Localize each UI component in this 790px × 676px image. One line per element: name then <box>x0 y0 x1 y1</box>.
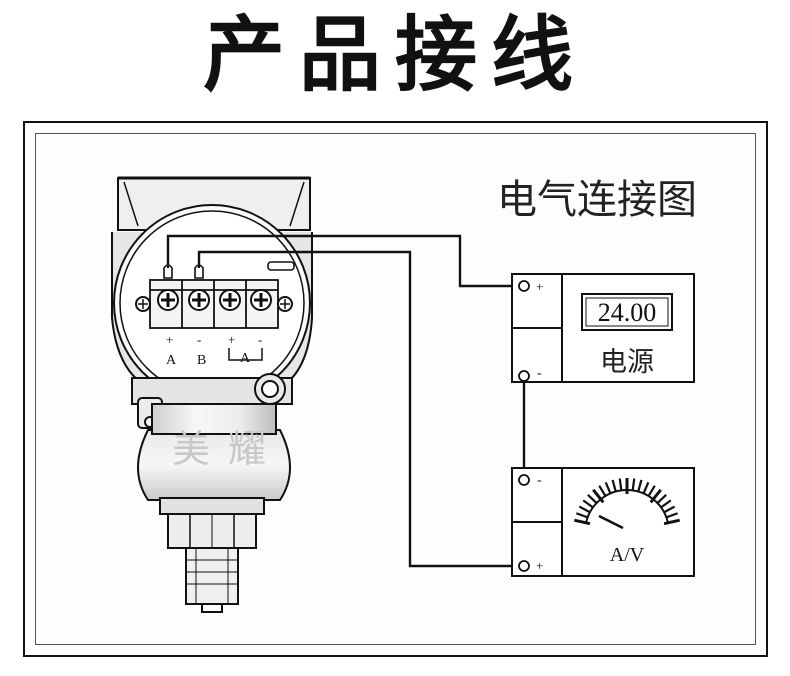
watermark: 美耀 <box>172 427 284 471</box>
meter-label: A/V <box>610 544 645 566</box>
dial-tick <box>642 481 650 494</box>
screw-4 <box>250 289 272 311</box>
terminal-sign-1: + <box>166 332 173 347</box>
meter-plus-sign: + <box>536 558 543 573</box>
dial-tick <box>663 518 681 526</box>
terminal-label-a: A <box>166 353 177 368</box>
terminal-bracket <box>228 348 263 361</box>
wires <box>166 234 526 568</box>
dial-tick <box>573 518 591 526</box>
power-terminal-plus <box>518 280 530 292</box>
meter-minus-sign: - <box>537 473 542 488</box>
dial-arc <box>585 488 669 524</box>
terminal-sign-4: - <box>258 332 262 347</box>
meter-terminal-plus <box>518 560 530 572</box>
meter <box>511 467 695 577</box>
dial-tick <box>631 478 636 491</box>
terminal-label-b: B <box>197 353 206 368</box>
terminal-sign-3: + <box>228 332 235 347</box>
screw-2 <box>188 289 210 311</box>
dial-tick <box>578 505 591 514</box>
terminal-labels: A B A <box>166 348 263 368</box>
terminal-screws <box>135 289 293 312</box>
screw-3 <box>219 289 241 311</box>
terminal-sign-2: - <box>197 332 201 347</box>
meter-dial <box>573 478 681 530</box>
dial-tick <box>637 479 643 492</box>
dial-tick <box>587 493 598 504</box>
dial-tick <box>592 488 605 504</box>
dial-needle <box>598 514 624 530</box>
dial-tick <box>647 485 656 497</box>
dial-tick <box>656 493 667 504</box>
dial-tick <box>663 505 676 514</box>
power-terminal-minus <box>518 370 530 382</box>
page-title: 产品接线 <box>202 8 587 103</box>
dial-tick <box>649 488 662 504</box>
dial-tick <box>618 478 623 491</box>
dial-tick <box>660 499 672 509</box>
wire-positive <box>166 234 524 288</box>
power-minus-sign: - <box>537 366 542 381</box>
wire-signal <box>197 250 524 568</box>
power-plus-sign: + <box>536 279 543 294</box>
diagram-title: 电气连接图 <box>497 177 697 223</box>
dial-tick <box>582 499 594 509</box>
dial-tick <box>665 512 679 519</box>
dial-tick <box>598 485 607 497</box>
dial-tick <box>604 481 612 494</box>
power-supply <box>511 273 695 383</box>
terminal-label-a2: A <box>240 351 251 366</box>
mount-screw-right <box>277 296 293 312</box>
pressure-transmitter <box>111 176 313 613</box>
power-display-value: 24.00 <box>598 298 657 327</box>
terminal-signs: + - + - <box>166 332 262 347</box>
dial-tick <box>575 512 589 519</box>
dial-tick <box>611 479 617 492</box>
mount-screw-left <box>135 296 151 312</box>
power-label: 电源 <box>600 347 654 378</box>
meter-terminal-minus <box>518 474 530 486</box>
screw-1 <box>157 289 179 311</box>
